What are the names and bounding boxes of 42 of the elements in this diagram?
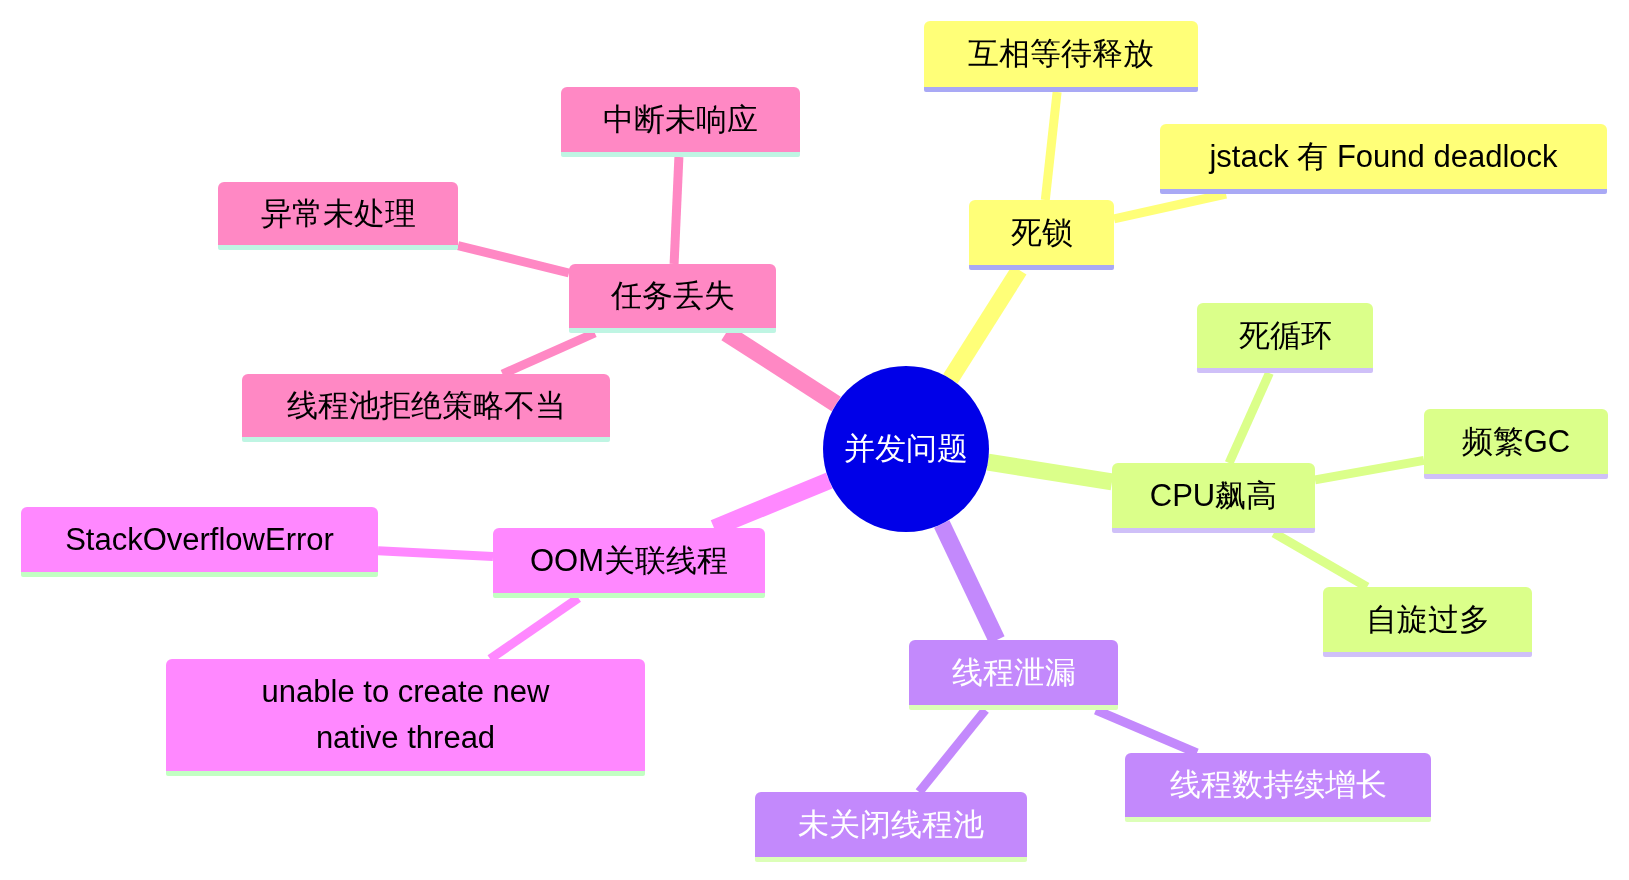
topic-label: 频繁GC bbox=[1461, 422, 1571, 461]
topic-label: 中断未响应 bbox=[603, 100, 758, 139]
topic-label: CPU飙高 bbox=[1149, 476, 1278, 515]
topic-box bbox=[569, 264, 776, 333]
topic-label: 互相等待释放 bbox=[968, 35, 1154, 73]
topic-label: jstack 有 Found deadlock bbox=[1209, 137, 1558, 176]
topic-box bbox=[1112, 463, 1315, 533]
branch-line bbox=[669, 156, 684, 265]
topic-label: 异常未处理 bbox=[260, 194, 416, 233]
topic-box bbox=[909, 640, 1118, 710]
topic-box bbox=[561, 87, 800, 157]
topic-label: 自旋过多 bbox=[1365, 600, 1490, 639]
topic-box bbox=[924, 21, 1198, 92]
topic-box bbox=[1323, 587, 1532, 657]
branch-line bbox=[986, 453, 1114, 491]
topic-label: 任务丢失 bbox=[610, 277, 735, 315]
branch-line bbox=[456, 241, 571, 278]
topic-box bbox=[1125, 753, 1431, 822]
topic-box bbox=[1160, 124, 1607, 194]
topic-box bbox=[166, 659, 645, 776]
topic-label: 线程池拒绝策略不当 bbox=[286, 386, 566, 425]
topic-label: OOM关联线程 bbox=[529, 541, 729, 580]
topic-box bbox=[755, 792, 1027, 862]
topic-box bbox=[21, 507, 378, 577]
branch-line bbox=[377, 546, 494, 561]
topic-box bbox=[1424, 409, 1608, 479]
topic-box bbox=[493, 528, 765, 598]
branch-line bbox=[1225, 371, 1274, 465]
topic-label: 死锁 bbox=[1010, 213, 1073, 252]
topic-label: StackOverflowError bbox=[65, 520, 334, 559]
topic-box bbox=[969, 200, 1114, 270]
topic-label: 死循环 bbox=[1238, 316, 1332, 355]
topic-label: unable to create new native thread bbox=[260, 673, 551, 757]
topic-box bbox=[218, 182, 458, 250]
topic-box bbox=[1197, 303, 1373, 373]
branch-line bbox=[1314, 455, 1425, 485]
topic-label: 线程数持续增长 bbox=[1169, 766, 1387, 804]
topic-label: 线程泄漏 bbox=[951, 653, 1076, 692]
central-topic-label: 并发问题 bbox=[844, 430, 968, 468]
topic-box bbox=[242, 374, 610, 442]
topic-label: 未关闭线程池 bbox=[798, 805, 984, 844]
branch-line bbox=[1040, 91, 1062, 201]
